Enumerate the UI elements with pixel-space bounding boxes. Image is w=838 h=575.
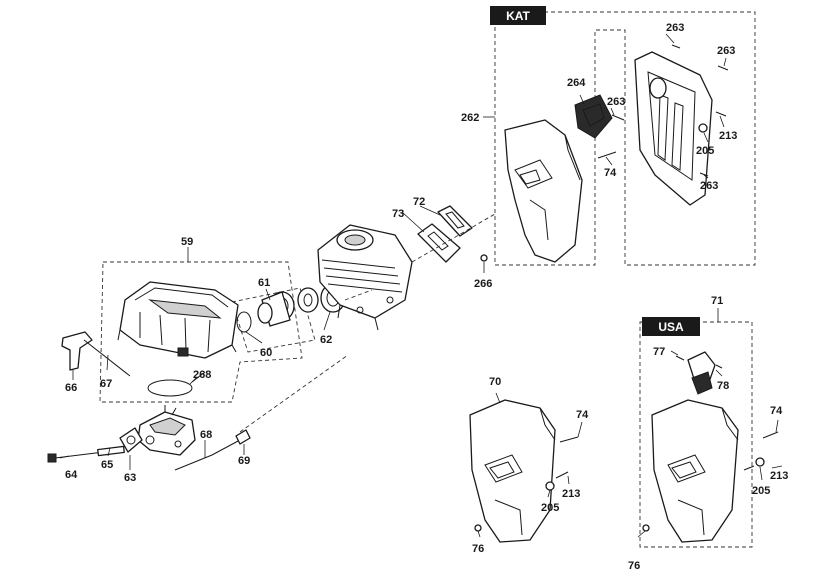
spark-arrestor (675, 351, 723, 395)
label-263-c: 263 (717, 45, 735, 57)
leader-lines (59, 33, 783, 538)
label-61: 61 (258, 277, 270, 289)
label-78: 78 (717, 380, 729, 392)
label-62: 62 (320, 334, 332, 346)
alignment-lines (239, 213, 496, 433)
label-60: 60 (260, 347, 272, 359)
exhaust-gasket-plate (417, 223, 461, 263)
muffler-usa (642, 399, 779, 543)
label-205-a: 205 (696, 145, 714, 157)
intake-ring (236, 311, 252, 333)
kat-group-frame (483, 11, 756, 266)
carb-sleeve (97, 445, 125, 457)
label-73: 73 (392, 208, 404, 220)
label-213-c: 213 (770, 470, 788, 482)
label-264: 264 (567, 77, 586, 89)
label-262: 262 (461, 112, 479, 124)
label-66: 66 (65, 382, 77, 394)
kat-muffler (504, 119, 583, 263)
label-77: 77 (653, 346, 665, 358)
choke-lever (61, 331, 93, 371)
label-213-a: 213 (719, 130, 737, 142)
catalyst-cover (574, 94, 613, 139)
label-69: 69 (238, 455, 250, 467)
fuel-line (174, 429, 251, 471)
choke-rod (83, 339, 131, 377)
label-59: 59 (181, 236, 193, 248)
label-76-b: 76 (628, 560, 640, 572)
label-213-b: 213 (562, 488, 580, 500)
label-67: 67 (100, 378, 112, 390)
carb-gasket (119, 427, 143, 453)
usa-group-frame (639, 308, 753, 548)
label-70: 70 (489, 376, 501, 388)
label-268: 268 (193, 369, 211, 381)
kat-heat-shield (634, 51, 713, 206)
label-76-a: 76 (472, 543, 484, 555)
label-74-c: 74 (770, 405, 783, 417)
intake-flange (297, 287, 319, 313)
label-266: 266 (474, 278, 492, 290)
air-filter-housing (117, 281, 239, 359)
muffler-standard (469, 399, 579, 543)
kat-tag-label: KAT (506, 9, 530, 23)
label-205-b: 205 (541, 502, 559, 514)
label-64: 64 (65, 469, 78, 481)
label-263-a: 263 (607, 96, 625, 108)
label-72: 72 (413, 196, 425, 208)
kat-bolts (480, 44, 729, 262)
label-63: 63 (124, 472, 136, 484)
kat-tag (490, 6, 546, 25)
intake-manifold (257, 291, 295, 327)
label-205-c: 205 (752, 485, 770, 497)
label-74-a: 74 (604, 167, 617, 179)
exhaust-gasket (437, 205, 473, 237)
label-71: 71 (711, 295, 723, 307)
usa-tag-label: USA (658, 320, 684, 334)
label-263-b: 263 (666, 22, 684, 34)
carburetor (137, 405, 196, 456)
label-68: 68 (200, 429, 212, 441)
label-65: 65 (101, 459, 113, 471)
label-263-d: 263 (700, 180, 718, 192)
usa-tag (642, 317, 700, 336)
label-74-b: 74 (576, 409, 589, 421)
airbox-group-frame (99, 247, 303, 403)
cylinder (317, 224, 413, 331)
